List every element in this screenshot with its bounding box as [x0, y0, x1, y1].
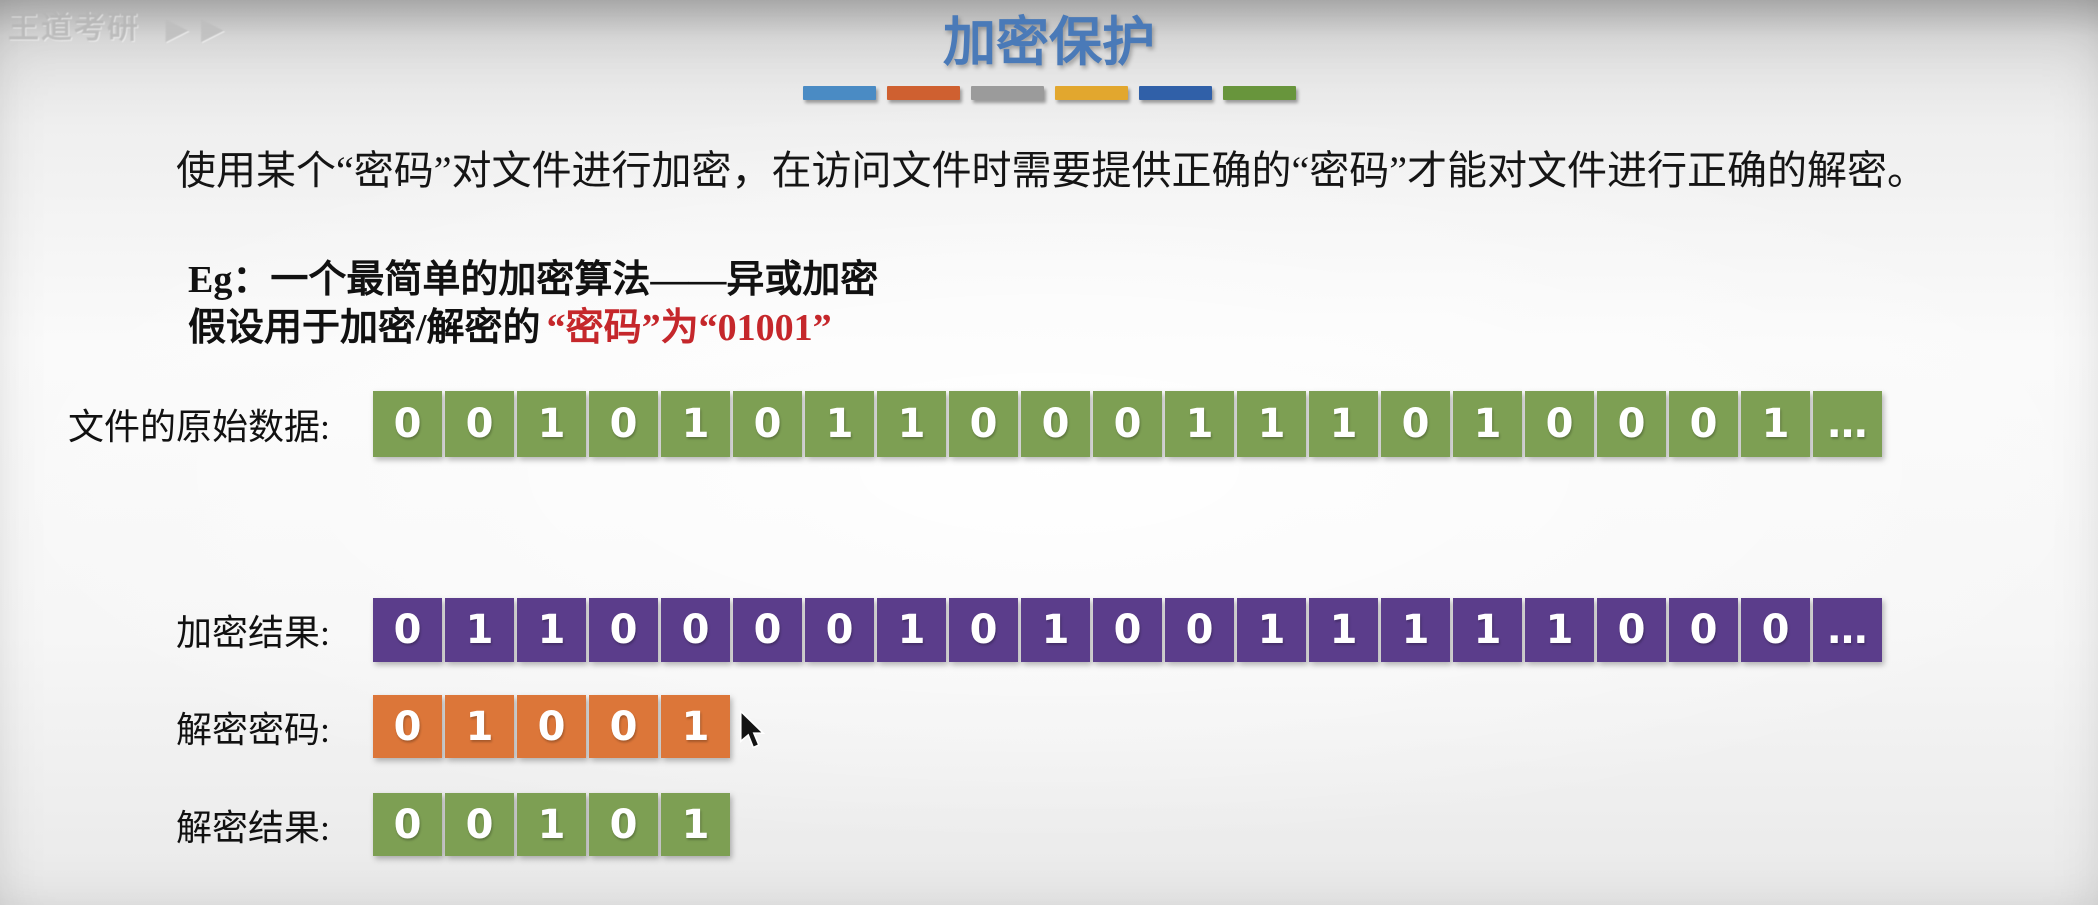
bit-cell: 0 [1381, 391, 1450, 457]
ellipsis-cell: … [1813, 391, 1882, 457]
bit-cell: 0 [1669, 391, 1738, 457]
bit-cell: 0 [1597, 391, 1666, 457]
bit-cell: 0 [589, 695, 658, 758]
example-line-2-black: 假设用于加密/解密的 [188, 307, 541, 349]
divider-dash [802, 86, 876, 100]
bit-cell: 1 [517, 793, 586, 856]
divider-dash [1222, 86, 1296, 100]
bit-cell: 0 [1741, 598, 1810, 662]
divider-dash [886, 86, 960, 100]
bit-cell: 0 [1597, 598, 1666, 662]
bit-cell: 0 [1165, 598, 1234, 662]
bit-cell: 0 [445, 793, 514, 856]
bit-cell: 0 [1093, 598, 1162, 662]
divider-dashes [0, 86, 2098, 100]
bit-cell: 0 [589, 391, 658, 457]
bit-cell: 0 [445, 391, 514, 457]
bit-cell: 0 [517, 695, 586, 758]
bit-cell: 0 [733, 598, 802, 662]
bit-cell: 1 [805, 391, 874, 457]
bit-cell: 1 [661, 793, 730, 856]
bit-cell: 0 [805, 598, 874, 662]
bit-cell: 1 [517, 391, 586, 457]
example-line-2: 假设用于加密/解密的“密码”为“01001” [188, 296, 832, 351]
bit-cell: 0 [373, 598, 442, 662]
bit-cell: 1 [445, 598, 514, 662]
bit-cell: 0 [1093, 391, 1162, 457]
watermark-play-icons: ▶▶ [166, 13, 238, 44]
bit-cell: 0 [373, 793, 442, 856]
bit-cell: 0 [373, 695, 442, 758]
bit-cell: 1 [877, 598, 946, 662]
bit-cell: 0 [949, 391, 1018, 457]
bit-cell: 1 [1021, 598, 1090, 662]
row-label: 解密结果: [175, 807, 330, 848]
row-label: 解密密码: [175, 709, 330, 750]
page-title: 加密保护 [943, 14, 1155, 72]
bit-cell: 1 [445, 695, 514, 758]
bit-cell: 1 [517, 598, 586, 662]
example-line-2-red: “密码”为“01001” [546, 307, 832, 349]
bit-cell: 0 [949, 598, 1018, 662]
bit-cell: 0 [1525, 391, 1594, 457]
bit-cell: 1 [1453, 391, 1522, 457]
ellipsis-cell: … [1813, 598, 1882, 662]
intro-text: 使用某个“密码”对文件进行加密，在访问文件时需要提供正确的“密码”才能对文件进行… [176, 148, 1928, 193]
bit-cell: 1 [661, 695, 730, 758]
bit-cell: 0 [661, 598, 730, 662]
bit-cell: 1 [661, 391, 730, 457]
bit-cell: 0 [373, 391, 442, 457]
bit-cell: 0 [1021, 391, 1090, 457]
row-label: 加密结果: [175, 613, 330, 653]
bit-cell: 0 [1669, 598, 1738, 662]
mouse-cursor [739, 710, 766, 749]
bit-cell: 1 [1741, 391, 1810, 457]
bit-cell: 0 [733, 391, 802, 457]
bit-cell: 1 [1237, 598, 1306, 662]
bit-cell: 0 [589, 598, 658, 662]
bit-cell: 1 [1165, 391, 1234, 457]
divider-dash [1138, 86, 1212, 100]
divider-dash [1054, 86, 1128, 100]
bit-cell: 1 [1309, 598, 1378, 662]
divider-dash [970, 86, 1044, 100]
watermark: 王道考研 ▶▶ [8, 2, 237, 47]
bit-cell: 1 [877, 391, 946, 457]
watermark-brand: 王道考研 [8, 10, 140, 45]
row-label: 文件的原始数据: [67, 407, 330, 447]
bit-cell: 1 [1237, 391, 1306, 457]
bit-cell: 1 [1309, 391, 1378, 457]
bit-cell: 1 [1525, 598, 1594, 662]
example-line-1: Eg：一个最简单的加密算法——异或加密 [188, 259, 879, 301]
bit-cell: 1 [1453, 598, 1522, 662]
bit-cell: 0 [589, 793, 658, 856]
bit-cell: 1 [1381, 598, 1450, 662]
